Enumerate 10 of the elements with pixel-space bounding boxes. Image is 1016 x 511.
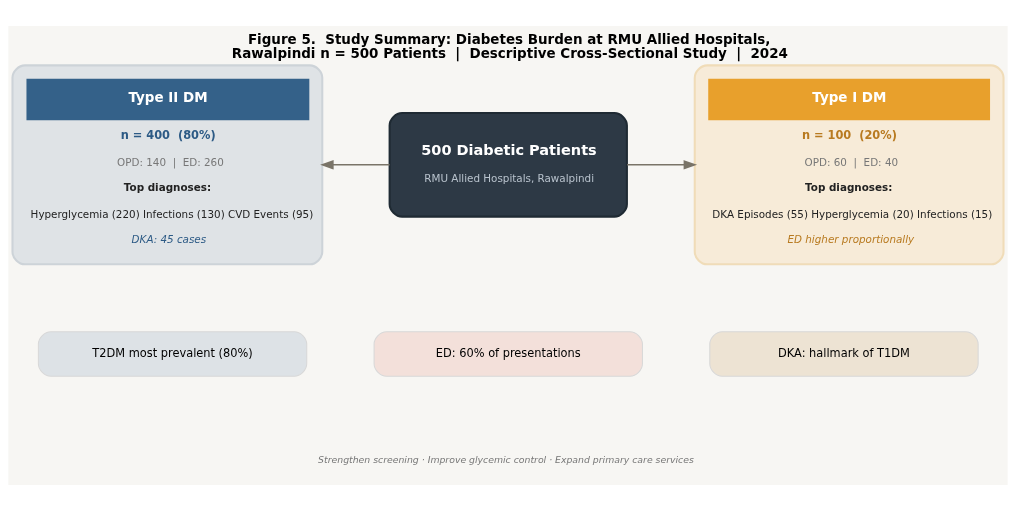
node-box: ED: 60% of presentations	[373, 331, 643, 377]
diagram-title: Figure 5. Study Summary: Diabetes Burden at RMU Allied Hospitals, Rawalpindi n = 500 Patients | Descriptive Cross-Sectional Study | 2024	[231, 32, 788, 61]
node-box: T2DM most prevalent (80%)	[37, 331, 308, 377]
node-box: 500 Diabetic Patients RMU Allied Hospitals, Rawalpindi	[388, 112, 628, 218]
node-box: Type II DM n = 400 (80%) OPD: 140 | ED: 260 Top diagnoses: Hyperglycemia (220) Infections (130) CVD Events (95) DKA: 45 cases	[11, 64, 324, 266]
arrow	[320, 160, 391, 170]
node-box: Type I DM n = 100 (20%) OPD: 60 | ED: 40 Top diagnoses: DKA Episodes (55) Hyperglycemia (20) Infections (15) ED higher proportionally	[693, 64, 1005, 266]
caption: Strengthen screening · Improve glycemic control · Expand primary care services	[318, 454, 694, 466]
node-box: DKA: hallmark of T1DM	[709, 331, 979, 377]
arrow	[626, 160, 698, 170]
